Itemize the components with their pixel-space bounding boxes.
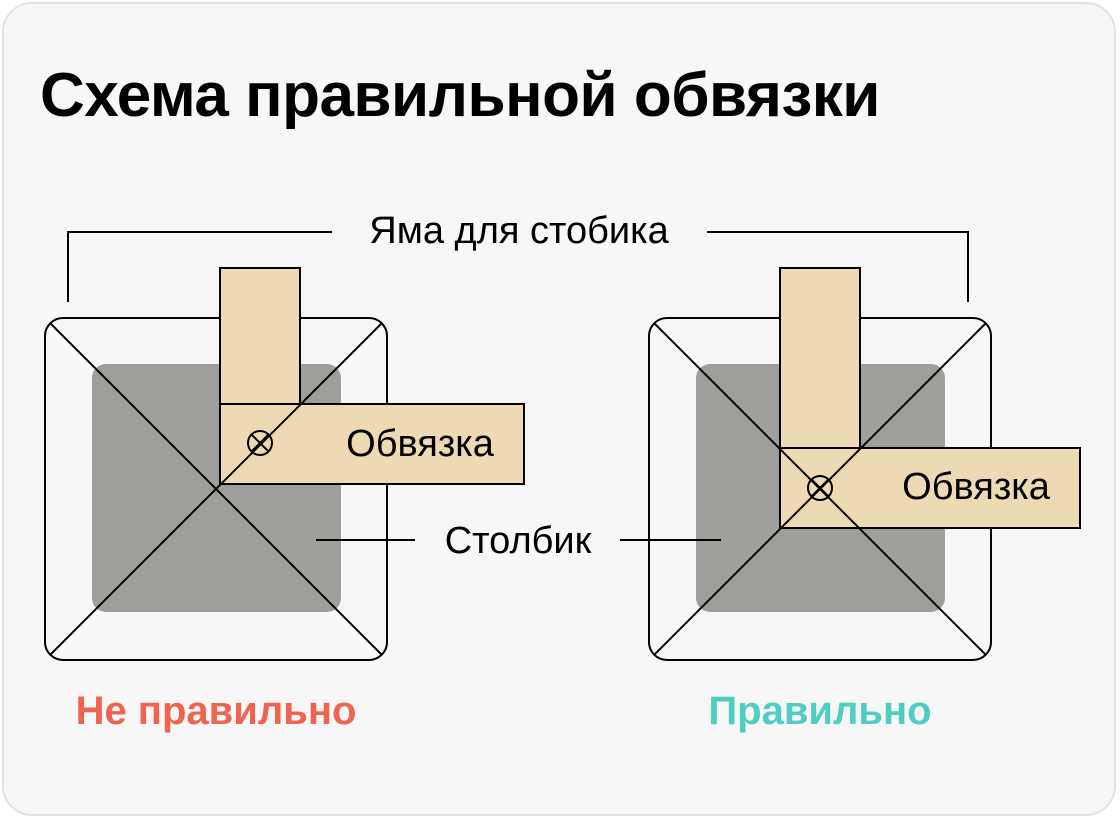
post-label: Столбик bbox=[445, 520, 592, 562]
fastener-right-icon bbox=[807, 475, 833, 501]
pit-right: Обвязка bbox=[648, 267, 1081, 661]
fastener-wrong-icon bbox=[247, 430, 273, 456]
strapping-label-wrong: Обвязка bbox=[346, 423, 495, 465]
diagram-title: Схема правильной обвязки bbox=[40, 61, 880, 130]
status-right: Правильно bbox=[708, 689, 931, 733]
pit-label: Яма для стобика bbox=[369, 210, 669, 252]
diagonals-wrong bbox=[50, 323, 382, 655]
pit-bracket bbox=[67, 231, 969, 302]
status-wrong: Не правильно bbox=[76, 689, 357, 733]
pit-wrong: Обвязка bbox=[44, 267, 525, 661]
strapping-label-right: Обвязка bbox=[902, 466, 1051, 508]
